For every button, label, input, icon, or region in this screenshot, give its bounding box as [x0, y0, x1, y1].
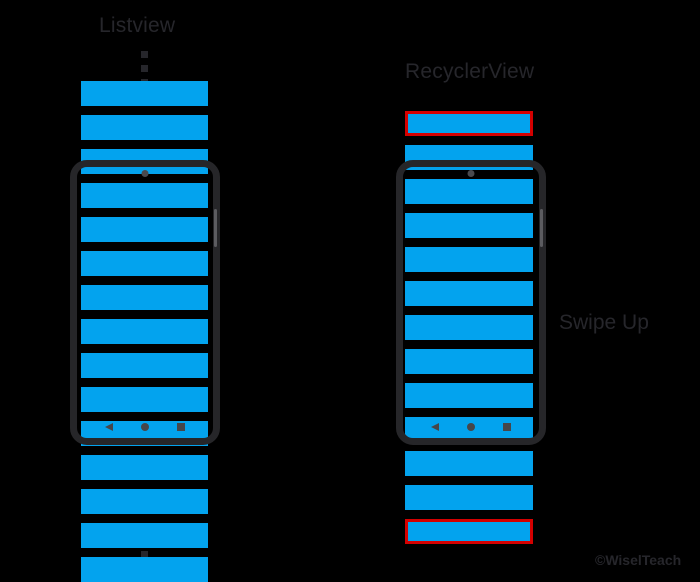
recyclerview-item[interactable] — [405, 281, 533, 306]
phone-camera-icon — [141, 170, 149, 177]
listview-item[interactable] — [81, 353, 208, 378]
nav-home-icon[interactable] — [467, 423, 475, 431]
listview-item[interactable] — [81, 523, 208, 548]
recyclerview-item[interactable] — [405, 315, 533, 340]
recyclerview-item[interactable] — [405, 179, 533, 204]
nav-back-icon[interactable] — [431, 423, 439, 431]
recyclerview-item[interactable] — [405, 485, 533, 510]
recyclerview-item-recycled[interactable] — [405, 519, 533, 544]
swipe-up-label: Swipe Up — [559, 311, 649, 334]
nav-home-icon[interactable] — [141, 423, 149, 431]
phone-side-button[interactable] — [214, 209, 217, 247]
recyclerview-item[interactable] — [405, 247, 533, 272]
recyclerview-item[interactable] — [405, 383, 533, 408]
recyclerview-item-recycled[interactable] — [405, 111, 533, 136]
nav-recents-icon[interactable] — [503, 423, 511, 431]
listview-item[interactable] — [81, 251, 208, 276]
nav-back-icon[interactable] — [105, 423, 113, 431]
listview-item[interactable] — [81, 387, 208, 412]
phone-frame-listview — [70, 160, 220, 445]
nav-recents-icon[interactable] — [177, 423, 185, 431]
listview-item[interactable] — [81, 319, 208, 344]
listview-item[interactable] — [81, 557, 208, 582]
phone-navigation-bar — [403, 422, 539, 432]
listview-item[interactable] — [81, 455, 208, 480]
recyclerview-title: RecyclerView — [405, 60, 535, 83]
listview-item[interactable] — [81, 217, 208, 242]
phone-side-button[interactable] — [540, 209, 543, 247]
recyclerview-item[interactable] — [405, 213, 533, 238]
listview-item[interactable] — [81, 489, 208, 514]
watermark: ©WiselTeach — [595, 552, 682, 568]
phone-frame-recyclerview — [396, 160, 546, 445]
listview-title: Listview — [99, 14, 176, 37]
phone-camera-icon — [467, 170, 475, 177]
recyclerview-item[interactable] — [405, 451, 533, 476]
phone-navigation-bar — [77, 422, 213, 432]
listview-item[interactable] — [81, 285, 208, 310]
listview-item[interactable] — [81, 183, 208, 208]
listview-item[interactable] — [81, 81, 208, 106]
listview-item[interactable] — [81, 115, 208, 140]
recyclerview-item[interactable] — [405, 349, 533, 374]
